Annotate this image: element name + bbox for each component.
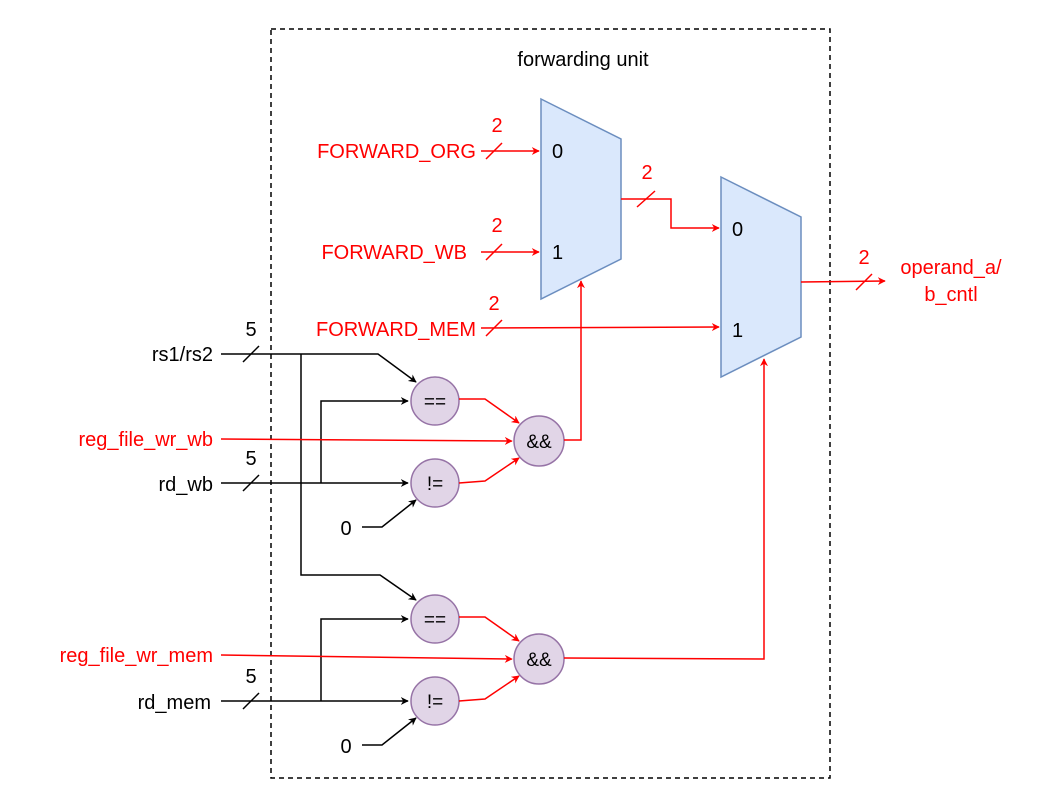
- mux-1-output-width: 2: [641, 162, 652, 184]
- forward-wb-label: FORWARD_WB: [321, 242, 467, 264]
- rd-wb-wire-to-eq: [320, 397, 409, 483]
- rs-width: 5: [245, 319, 256, 341]
- neq-wb-to-and-wire: [458, 457, 520, 484]
- and-mem-to-mux-2-select-wire: [563, 358, 768, 660]
- neq-comparator-mem-symbol: !=: [427, 692, 443, 713]
- forward-org-bus-tick: [485, 142, 503, 160]
- rd-wb-label: rd_wb: [159, 474, 213, 496]
- rs-wire-to-eq-wb: [221, 353, 417, 383]
- mux-2-input-0-label: 0: [732, 219, 743, 241]
- forwarding-unit-box: [270, 28, 831, 779]
- eq-wb-to-and-wire: [459, 398, 520, 424]
- mux-1-input-0-label: 0: [552, 141, 563, 163]
- mux-1-output-bus-tick: [636, 190, 656, 208]
- rd-mem-wire-to-eq: [320, 615, 409, 701]
- mux-2: [720, 175, 802, 379]
- output-label-line2: b_cntl: [924, 284, 977, 306]
- and-gate-mem-symbol: &&: [526, 650, 552, 671]
- eq-comparator-wb-symbol: ==: [424, 392, 446, 413]
- reg-file-wr-wb-wire: [220, 436, 513, 445]
- forward-org-label: FORWARD_ORG: [317, 141, 476, 163]
- eq-comparator-mem: [410, 594, 460, 644]
- mux-2-input-1-label: 1: [732, 320, 743, 342]
- mux-1-output-wire: [621, 198, 720, 232]
- output-width: 2: [858, 247, 869, 269]
- forward-mem-width: 2: [488, 293, 499, 315]
- output-wire: [800, 277, 886, 286]
- rs-label: rs1/rs2: [152, 344, 213, 366]
- rd-wb-width: 5: [245, 448, 256, 470]
- forward-wb-width: 2: [491, 215, 502, 237]
- zero-wb-label: 0: [340, 518, 351, 540]
- output-bus-tick: [855, 273, 873, 291]
- rs-wire-to-eq-mem: [300, 354, 417, 601]
- forward-mem-wire: [480, 323, 720, 332]
- mux-1: [540, 97, 622, 301]
- and-wb-to-mux-1-select-wire: [564, 280, 585, 441]
- forward-mem-label: FORWARD_MEM: [316, 319, 476, 341]
- reg-file-wr-mem-label: reg_file_wr_mem: [60, 645, 213, 667]
- eq-mem-to-and-wire: [459, 616, 520, 642]
- neq-comparator-wb-symbol: !=: [427, 474, 443, 495]
- reg-file-wr-mem-wire: [220, 654, 513, 663]
- rd-mem-width: 5: [245, 666, 256, 688]
- zero-wb-wire: [362, 499, 417, 528]
- eq-comparator-wb: [410, 376, 460, 426]
- and-gate-mem: [513, 633, 565, 685]
- zero-mem-wire: [362, 717, 417, 746]
- forward-wb-bus-tick: [485, 243, 503, 261]
- unit-title: forwarding unit: [517, 49, 649, 71]
- forward-org-width: 2: [491, 115, 502, 137]
- reg-file-wr-wb-label: reg_file_wr_wb: [78, 429, 213, 451]
- rd-mem-label: rd_mem: [138, 692, 211, 714]
- zero-mem-label: 0: [340, 736, 351, 758]
- output-label-line1: operand_a/: [900, 257, 1002, 279]
- forward-mem-bus-tick: [485, 319, 503, 337]
- neq-mem-to-and-wire: [458, 675, 520, 702]
- and-gate-wb: [513, 415, 565, 467]
- and-gate-wb-symbol: &&: [526, 432, 552, 453]
- eq-comparator-mem-symbol: ==: [424, 610, 446, 631]
- mux-1-input-1-label: 1: [552, 242, 563, 264]
